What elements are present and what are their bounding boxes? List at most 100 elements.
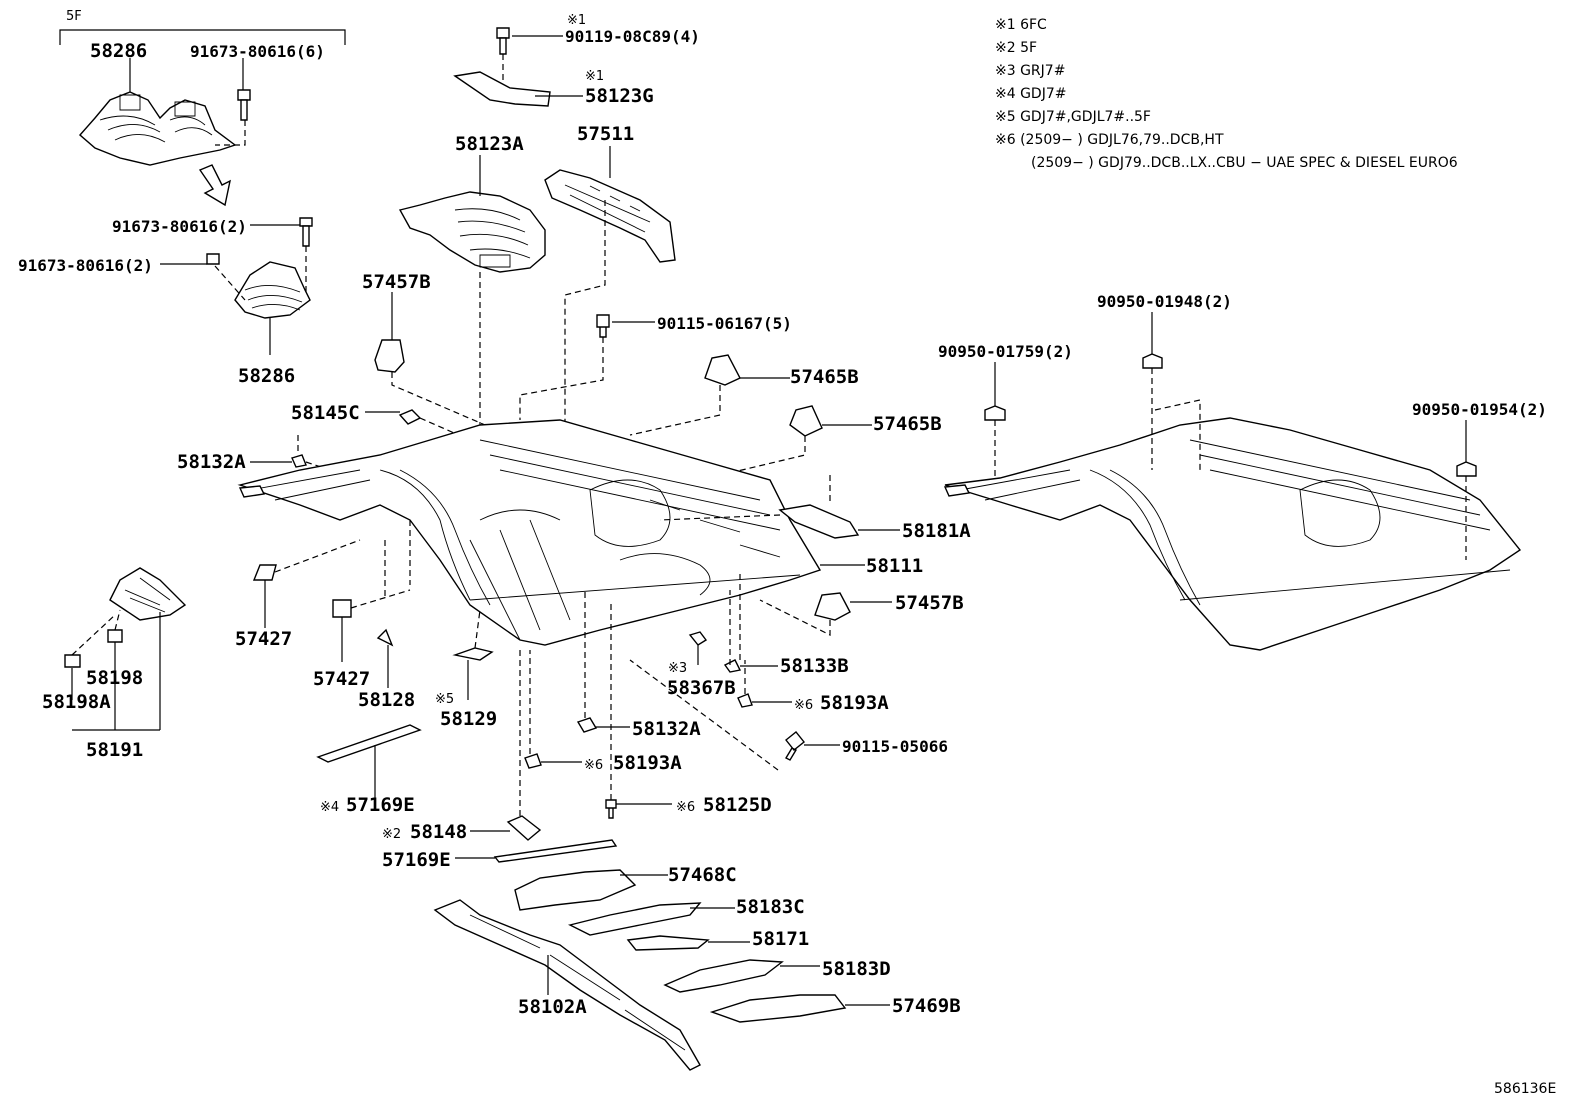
label-58183c[interactable]: 58183C	[736, 896, 805, 918]
bracket-57465b-a	[704, 354, 741, 386]
bracket-58145c	[398, 409, 422, 425]
floor-pan-58111	[237, 419, 822, 646]
bolt-58125d	[605, 799, 617, 819]
bolt-91673-upper	[237, 89, 251, 121]
label-58128[interactable]: 58128	[358, 689, 415, 711]
label-58132a-lower[interactable]: 58132A	[632, 718, 701, 740]
member-57469b	[709, 994, 847, 1023]
rail-57169e-b	[493, 839, 618, 863]
clip-58132a-lower	[576, 717, 598, 733]
label-58198[interactable]: 58198	[86, 667, 143, 689]
label-90950-01948[interactable]: 90950-01948(2)	[1097, 292, 1232, 311]
floor-pan-right-view	[943, 417, 1522, 651]
pad-57427-a	[252, 564, 277, 581]
cross-member-57511	[544, 169, 676, 263]
label-58102a[interactable]: 58102A	[518, 996, 587, 1018]
label-57169e-a[interactable]: 57169E	[346, 794, 415, 816]
label-57427-b[interactable]: 57427	[313, 668, 370, 690]
marker-2: ※2	[382, 827, 401, 842]
label-91673-80616-6[interactable]: 91673-80616(6)	[190, 42, 325, 61]
legend-note-5: ※5 GDJ7#,GDJL7#..5F	[995, 109, 1151, 125]
pad-57427-b	[332, 599, 352, 618]
legend-notes: ※1 6FC ※2 5F ※3 GRJ7# ※4 GDJ7# ※5 GDJ7#,…	[995, 17, 1458, 171]
label-58286-lower[interactable]: 58286	[238, 365, 295, 387]
label-58193a-b[interactable]: 58193A	[613, 752, 682, 774]
label-58183d[interactable]: 58183D	[822, 958, 891, 980]
label-57465b-b[interactable]: 57465B	[873, 413, 942, 435]
drawing-id: 586136E	[1494, 1081, 1556, 1097]
label-58129[interactable]: 58129	[440, 708, 497, 730]
label-90115-05066[interactable]: 90115-05066	[842, 737, 948, 756]
label-57469b[interactable]: 57469B	[892, 995, 961, 1017]
clip-58193a-a	[737, 693, 753, 708]
bolt-90119	[496, 27, 510, 55]
label-57169e-b[interactable]: 57169E	[382, 849, 451, 871]
part-labels: 58286 91673-80616(6) ※1 90119-08C89(4) ※…	[18, 13, 1547, 1018]
label-58123a[interactable]: 58123A	[455, 133, 524, 155]
bracket-57457b-lower	[814, 592, 851, 621]
marker-6-b: ※6	[584, 758, 603, 773]
plug-90950-01954	[1456, 461, 1477, 477]
label-58367b[interactable]: 58367B	[667, 677, 736, 699]
shift-boot-lower	[206, 217, 313, 319]
marker-3: ※3	[668, 661, 687, 676]
plug-90950-01759	[984, 405, 1006, 421]
marker-4: ※4	[320, 800, 339, 815]
label-57427-a[interactable]: 57427	[235, 628, 292, 650]
bracket-58123g	[453, 71, 551, 107]
marker-1-b: ※1	[585, 69, 604, 84]
direction-arrow	[198, 164, 231, 207]
label-58111[interactable]: 58111	[866, 555, 923, 577]
bolt-90115-06167	[596, 314, 610, 338]
legend-note-1: ※1 6FC	[995, 17, 1047, 33]
label-57468c[interactable]: 57468C	[668, 864, 737, 886]
rail-57169e-a	[316, 724, 422, 763]
cover-58123a	[398, 191, 546, 273]
legend-note-2: ※2 5F	[995, 40, 1037, 56]
bracket-58171	[626, 935, 710, 951]
label-90950-01759[interactable]: 90950-01759(2)	[938, 342, 1073, 361]
label-58133b[interactable]: 58133B	[780, 655, 849, 677]
member-58183c	[567, 902, 702, 936]
label-90115-06167[interactable]: 90115-06167(5)	[657, 314, 792, 333]
label-58123g[interactable]: 58123G	[585, 85, 654, 107]
shift-cover-58191	[64, 567, 187, 668]
label-90119-08c89[interactable]: 90119-08C89(4)	[565, 27, 700, 46]
legend-note-6-continued: (2509− ) GDJ79..DCB..LX..CBU − UAE SPEC …	[1031, 155, 1458, 171]
bracket-57457b-upper	[374, 339, 405, 373]
marker-6-c: ※6	[676, 800, 695, 815]
marker-1-a: ※1	[567, 13, 586, 28]
label-58145c[interactable]: 58145C	[291, 402, 360, 424]
label-58181a[interactable]: 58181A	[902, 520, 971, 542]
label-57457b-lower[interactable]: 57457B	[895, 592, 964, 614]
bolt-90115-05066	[785, 731, 805, 761]
label-58191[interactable]: 58191	[86, 739, 143, 761]
bracket-58181a	[778, 504, 860, 539]
label-90950-01954[interactable]: 90950-01954(2)	[1412, 400, 1547, 419]
label-58286-upper[interactable]: 58286	[90, 40, 147, 62]
clip-58133b	[723, 659, 742, 673]
label-58193a-a[interactable]: 58193A	[820, 692, 889, 714]
legend-note-6: ※6 (2509− ) GDJL76,79..DCB,HT	[995, 132, 1224, 148]
legend-note-3: ※3 GRJ7#	[995, 63, 1065, 79]
clip-58367b	[688, 631, 708, 646]
label-58198a[interactable]: 58198A	[42, 691, 111, 713]
side-rail-58102a	[433, 899, 701, 1071]
group-5f-bracket: 5F	[59, 9, 346, 45]
marker-6-a: ※6	[794, 698, 813, 713]
label-57511[interactable]: 57511	[577, 123, 634, 145]
bracket-58129	[452, 647, 494, 661]
label-58171[interactable]: 58171	[752, 928, 809, 950]
shift-boot-upper	[79, 91, 237, 166]
label-58132a-upper[interactable]: 58132A	[177, 451, 246, 473]
bracket-57465b-b	[789, 405, 823, 437]
label-57465b-a[interactable]: 57465B	[790, 366, 859, 388]
label-58125d[interactable]: 58125D	[703, 794, 772, 816]
label-58148[interactable]: 58148	[410, 821, 467, 843]
label-91673-80616-2-b[interactable]: 91673-80616(2)	[18, 256, 153, 275]
label-57457b-upper[interactable]: 57457B	[362, 271, 431, 293]
label-91673-80616-2-a[interactable]: 91673-80616(2)	[112, 217, 247, 236]
bracket-58148	[506, 815, 542, 841]
